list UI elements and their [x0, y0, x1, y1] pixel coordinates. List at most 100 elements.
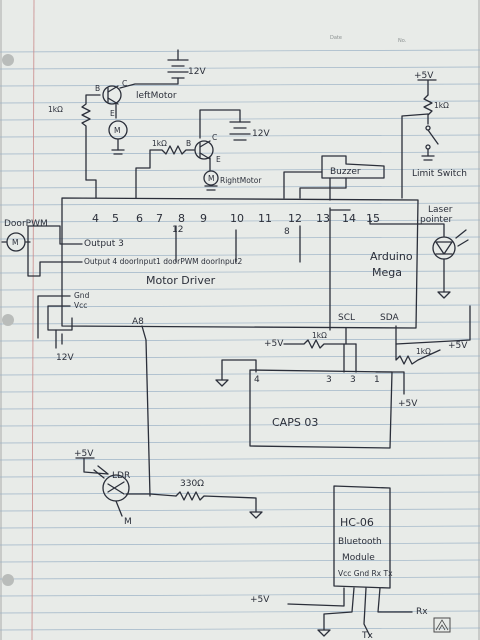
arduino-pin-6: 6 [136, 212, 143, 225]
caps-pin-2: 3 [326, 375, 332, 385]
limit-resistor-label: 1kΩ [434, 101, 449, 110]
arduino-pin-15: 15 [366, 212, 380, 225]
driver-battery-label: 12V [56, 353, 74, 363]
left-motor-symbol: M [114, 126, 120, 135]
driver-gnd-label: Gnd [74, 291, 90, 300]
bt-rx-label: Rx [416, 607, 428, 617]
arduino-pin8-label: 8 [284, 227, 290, 237]
left-transistor-e-label: E [110, 109, 115, 118]
door-motor-symbol: M [12, 238, 18, 247]
bt-name-line2: Bluetooth [338, 537, 382, 547]
limit-switch-icon [421, 125, 439, 161]
i2c-resistor1-label: 1kΩ [312, 331, 327, 340]
arduino-pin-13: 13 [316, 212, 330, 225]
caps-module: CAPS 03 4 3 3 1 +5V [215, 359, 418, 449]
limit-supply-label: +5V [414, 71, 434, 81]
ldr-resistor-label: 330Ω [180, 479, 204, 489]
arduino-pin-9: 9 [200, 212, 207, 225]
paper-no-label: No. [398, 38, 407, 44]
arduino-sda-label: SDA [380, 313, 399, 323]
buzzer-label: Buzzer [330, 167, 361, 177]
left-resistor-label: 1kΩ [48, 105, 63, 114]
bt-pins-label: Vcc Gnd Rx Tx [338, 569, 393, 578]
left-motor-circuit: 12V B C E leftMotor 1kΩ M [48, 49, 206, 199]
paper-logo-icon [433, 617, 451, 633]
right-transistor-b-label: B [186, 139, 191, 148]
driver-power-circuit: 12V [37, 295, 74, 363]
limit-switch-label-line: Limit Switch [412, 169, 467, 179]
caps-pin-1: 4 [254, 375, 260, 385]
arduino-a8-label: A8 [132, 317, 144, 327]
ldr-label: LDR [112, 471, 130, 481]
caps-name-label: CAPS 03 [272, 416, 318, 429]
ldr-circuit: +5V LDR M 330Ω [74, 325, 263, 527]
driver-output-line: Output 4 doorInput1 doorPWM doorInput2 [84, 257, 242, 266]
i2c-supply2-label: +5V [448, 341, 468, 351]
bt-name-line1: HC-06 [340, 516, 374, 529]
right-transistor-e-label: E [216, 155, 221, 164]
laser-label-line2: pointer [420, 215, 452, 225]
arduino-pin-11: 11 [258, 212, 272, 225]
arduino-pin-14: 14 [342, 212, 356, 225]
driver-battery-icon [55, 329, 63, 349]
i2c-pullup-circuit: +5V 1kΩ 1kΩ +5V [264, 305, 471, 373]
right-resistor-label: 1kΩ [152, 139, 167, 148]
bt-name-line3: Module [342, 553, 375, 563]
bluetooth-module: HC-06 Bluetooth Module Vcc Gnd Rx Tx +5V… [250, 485, 428, 640]
ldr-supply-label: +5V [74, 449, 94, 459]
ldr-resistor-icon [175, 491, 263, 519]
laser-pointer-circuit: Laser pointer [369, 205, 469, 299]
arduino-pin-5: 5 [112, 212, 119, 225]
left-motor-icon [108, 120, 128, 155]
arduino-scl-label: SCL [338, 313, 355, 323]
left-motor-label: leftMotor [136, 91, 177, 101]
arduino-pin-12: 12 [288, 212, 302, 225]
caps-supply-label: +5V [398, 399, 418, 409]
driver-vcc-label: Vcc [74, 301, 87, 310]
buzzer-circuit: Buzzer [283, 155, 385, 201]
bt-supply-label: +5V [250, 595, 270, 605]
right-motor-icon [203, 170, 219, 191]
i2c-supply-label: +5V [264, 339, 284, 349]
left-battery-icon [167, 49, 189, 79]
right-motor-symbol: M [208, 174, 214, 183]
limit-resistor-icon [423, 94, 433, 125]
left-resistor-icon [81, 94, 101, 181]
right-transistor-c-label: C [212, 133, 217, 142]
ldr-ground-label: M [124, 517, 132, 527]
laser-label-line1: Laser [428, 205, 453, 215]
bt-tx-label: Tx [361, 631, 373, 640]
arduino-pin12-label: 12 [172, 225, 183, 235]
right-battery-icon [199, 109, 251, 141]
paper-date-label: Date [330, 35, 342, 41]
arduino-pin-8: 8 [178, 212, 185, 225]
right-motor-circuit: 12V B C E 1kΩ M RightMotor [135, 109, 270, 199]
arduino-pin-7: 7 [156, 212, 163, 225]
door-motor-circuit: DoorPWM M [1, 219, 83, 277]
right-transistor-icon [194, 140, 214, 160]
binder-holes [2, 54, 14, 586]
caps-pin-4: 1 [374, 375, 380, 385]
i2c-resistor2-label: 1kΩ [416, 347, 431, 356]
left-transistor-b-label: B [95, 84, 100, 93]
arduino-pin-4: 4 [92, 212, 99, 225]
caps-pin-3: 3 [350, 375, 356, 385]
arduino-name-line2: Mega [372, 266, 402, 279]
limit-switch-circuit: +5V 1kΩ Limit Switch [401, 71, 467, 199]
driver-output3-label: Output 3 [84, 239, 124, 249]
driver-name-label: Motor Driver [146, 274, 216, 287]
laser-diode-icon [432, 229, 469, 260]
right-motor-label: RightMotor [220, 176, 262, 185]
arduino-pin-10: 10 [230, 212, 244, 225]
door-motor-label: DoorPWM [4, 219, 48, 229]
arduino-name-line1: Arduino [370, 250, 413, 263]
right-battery-label: 12V [252, 129, 270, 139]
right-resistor-icon [135, 145, 195, 199]
left-transistor-icon [102, 85, 122, 105]
left-battery-label: 12V [188, 67, 206, 77]
